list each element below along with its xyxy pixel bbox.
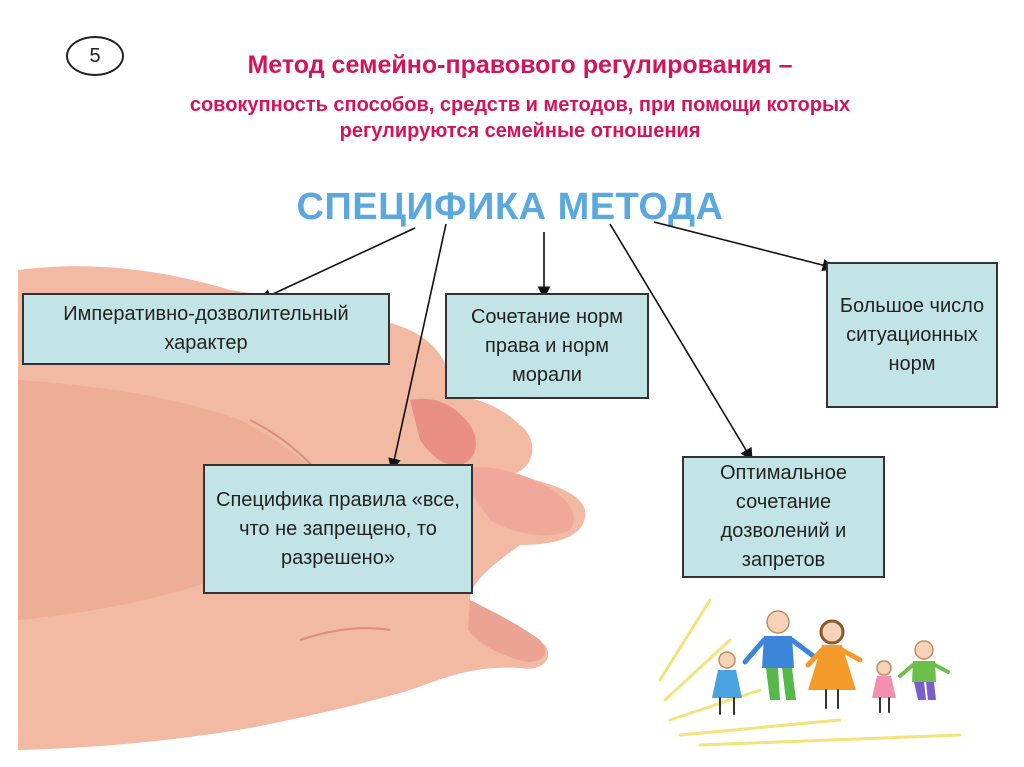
box-situational-norms: Большое число ситуационных норм	[826, 262, 998, 408]
box-rule-specifics: Специфика правила «все, что не запрещено…	[203, 464, 473, 594]
subtitle-line-2: регулируются семейные отношения	[339, 120, 701, 142]
box-law-morality-norms: Сочетание норм права и норм морали	[445, 293, 649, 399]
method-heading: СПЕЦИФИКА МЕТОДА	[296, 186, 724, 228]
arrow-to-situational	[653, 221, 836, 272]
family-drawing	[658, 598, 962, 747]
arrow-to-imperative	[258, 227, 416, 301]
box-optimal-combination: Оптимальное сочетание дозволений и запре…	[682, 456, 885, 578]
slide-subtitle: совокупность способов, средств и методов…	[80, 92, 960, 144]
slide-title: Метод семейно-правового регулирования –	[247, 51, 793, 79]
box-imperative-character: Императивно-дозволительный характер	[22, 293, 390, 365]
subtitle-line-1: совокупность способов, средств и методов…	[189, 94, 851, 116]
arrow-to-rule	[388, 223, 447, 472]
slide-number-badge: 5	[66, 36, 124, 76]
arrow-to-optimal	[609, 223, 753, 462]
